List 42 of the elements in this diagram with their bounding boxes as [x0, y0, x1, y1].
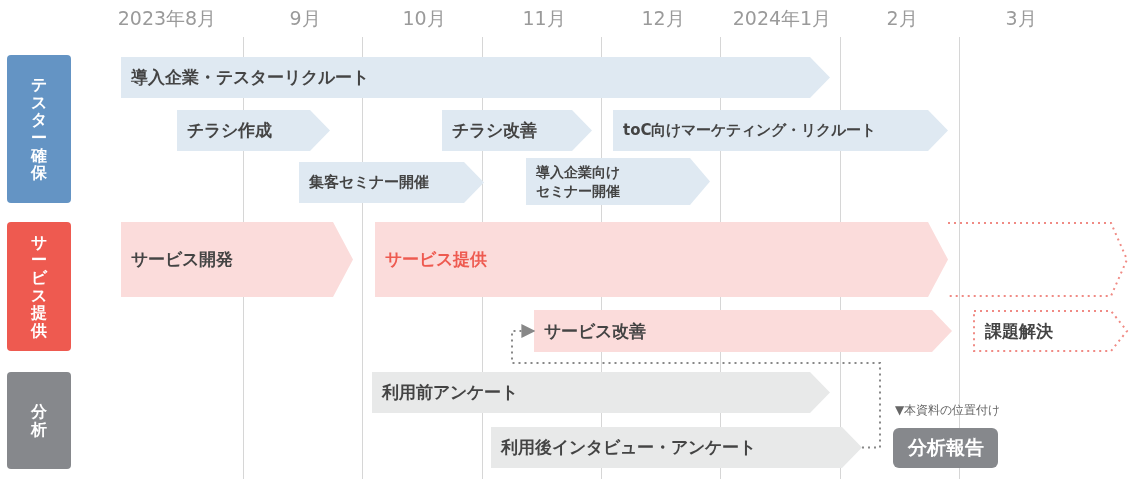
note-text: ▼本資料の位置付け	[895, 402, 1001, 419]
task-label: 導入企業・テスターリクルート	[131, 66, 369, 89]
task-arrow-bar	[534, 310, 952, 352]
task-arrow-bar	[526, 158, 710, 205]
task-label: サービス改善	[544, 319, 646, 343]
task-arrow-bar	[613, 110, 948, 151]
month-label: 11月	[521, 6, 567, 31]
task-arrow-bar	[491, 427, 862, 468]
task-label: 課題解決	[985, 319, 1053, 343]
task-label: チラシ改善	[452, 119, 537, 142]
report-label: 分析報告	[907, 435, 984, 460]
category-text: 分析	[31, 402, 47, 439]
task-label: チラシ作成	[187, 119, 272, 142]
task-label: 利用後インタビュー・アンケート	[501, 436, 756, 459]
category-text: サービス提供	[31, 233, 47, 340]
task-arrow-bar	[299, 162, 484, 203]
task-label: 導入企業向けセミナー開催	[536, 163, 621, 200]
task-arrow-bar	[375, 222, 948, 297]
task-arrow-bar	[372, 372, 830, 413]
task-arrow-bar	[442, 110, 592, 151]
report-badge	[893, 428, 998, 468]
category-text: テスター確保	[31, 76, 47, 182]
task-arrow-bar	[121, 222, 353, 297]
task-label: 利用前アンケート	[382, 381, 518, 404]
category-label	[7, 55, 71, 203]
month-label: 3月	[1004, 6, 1038, 31]
category-label	[7, 222, 71, 351]
month-label: 9月	[288, 6, 322, 31]
dotted-connector	[511, 324, 881, 449]
goal-arrow-outline	[973, 310, 1127, 352]
month-label: 10月	[401, 6, 447, 31]
task-arrow-bar	[121, 57, 830, 98]
task-label: サービス提供	[385, 248, 487, 271]
month-label: 12月	[640, 6, 686, 31]
task-arrow-bar	[177, 110, 330, 151]
month-label: 2024年1月	[731, 6, 833, 31]
task-label: サービス開発	[131, 248, 233, 271]
month-label: 2023年8月	[116, 6, 218, 31]
task-label: 集客セミナー開催	[309, 172, 429, 193]
task-label: toC向けマーケティング・リクルート	[623, 120, 877, 141]
month-label: 2月	[885, 6, 919, 31]
category-label	[7, 372, 71, 469]
